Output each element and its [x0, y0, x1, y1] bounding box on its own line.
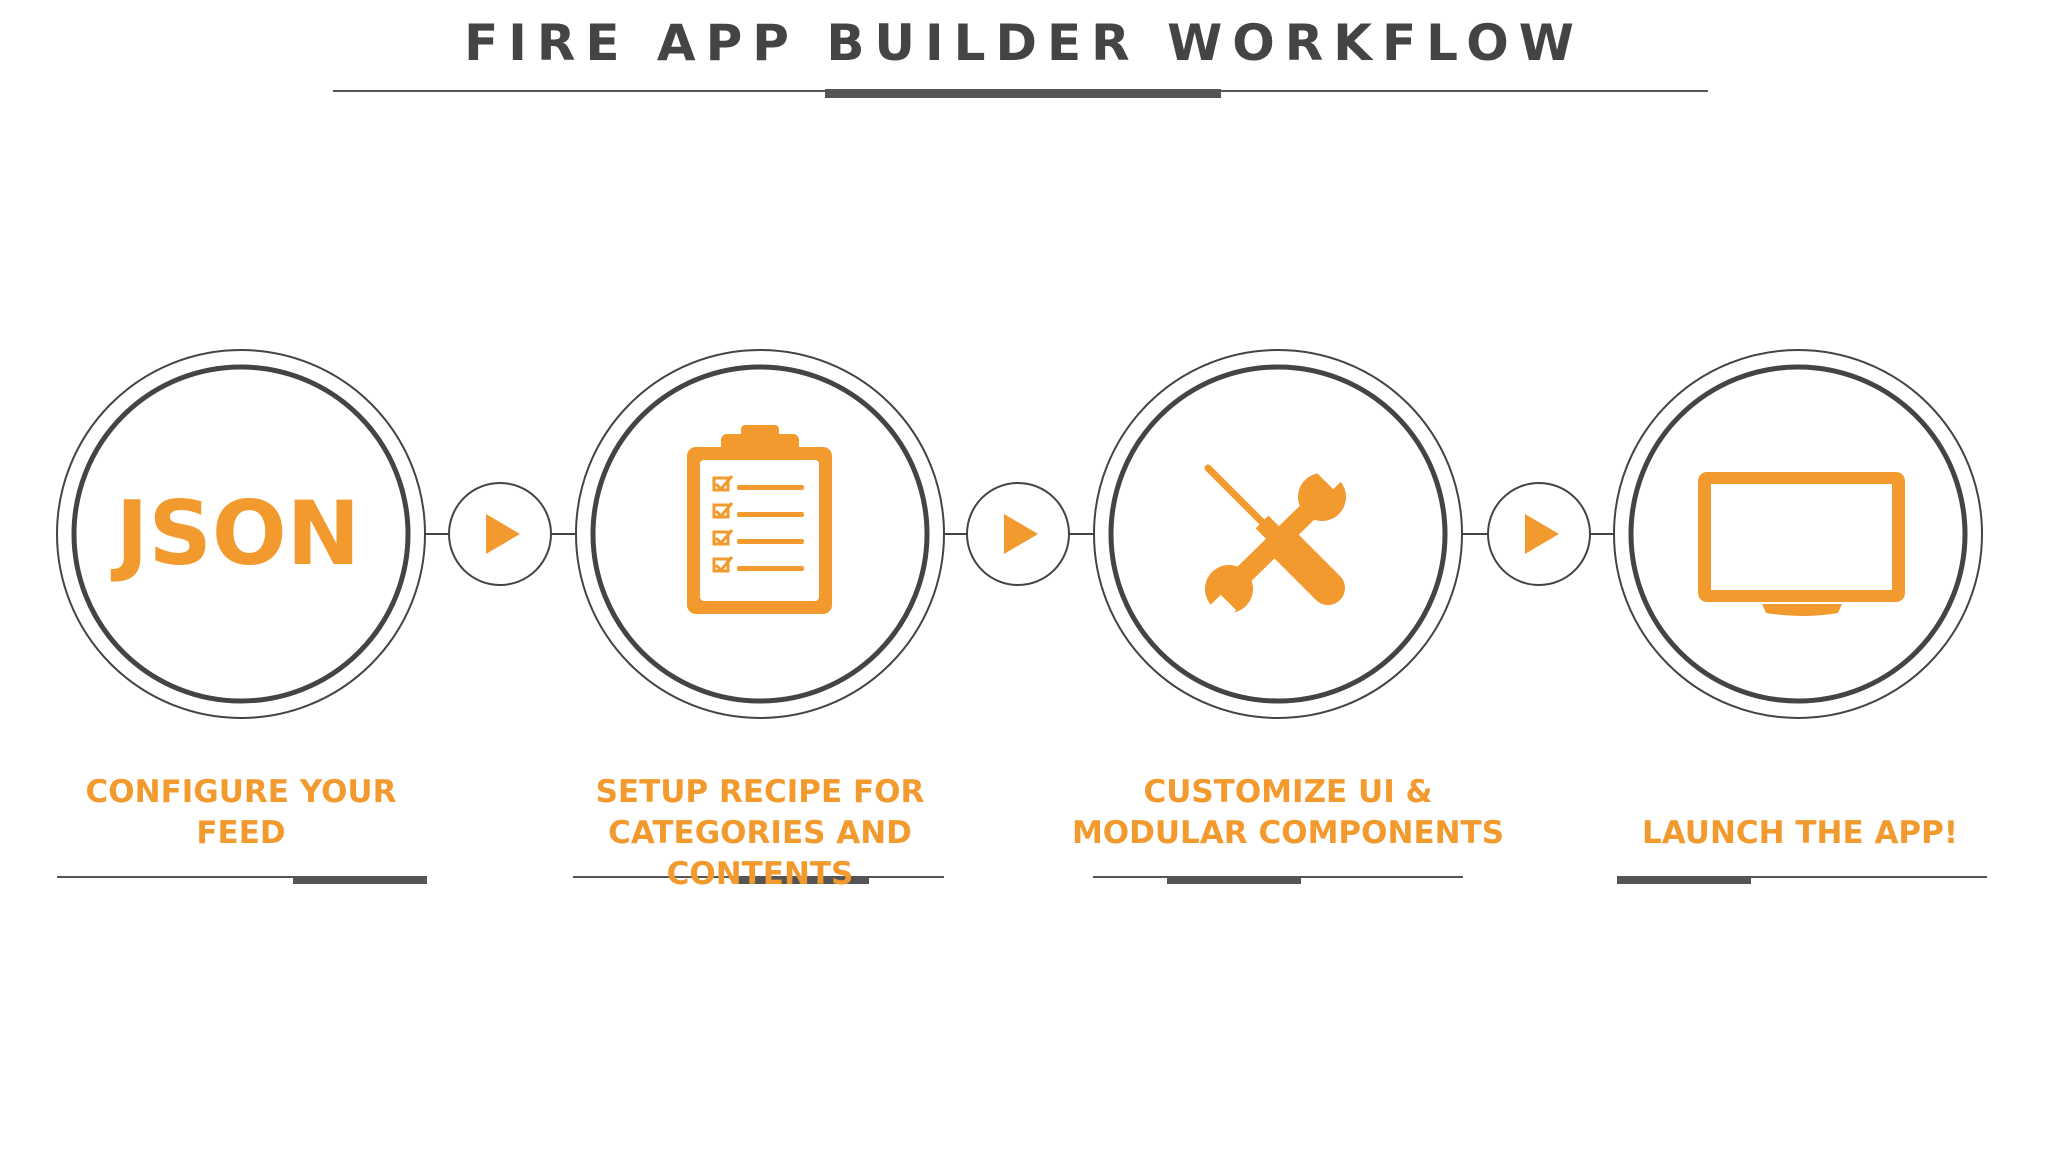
step-1-node: JSON	[56, 349, 426, 719]
clipboard-checklist-icon	[687, 425, 832, 614]
screwdriver-wrench-icon	[1203, 456, 1351, 628]
step-3-label-line-2: MODULAR COMPONENTS	[1071, 815, 1505, 851]
step-4-label: LAUNCH THE APP!	[1600, 772, 2000, 854]
step-2-underline	[573, 876, 944, 884]
step-4-label-line-1	[1600, 772, 2000, 813]
step-1-label: CONFIGURE YOUR FEED	[41, 772, 441, 854]
step-1-label-line-1: CONFIGURE YOUR	[85, 774, 397, 810]
step-2-node	[575, 349, 945, 719]
title-underline-accent	[825, 89, 1221, 98]
play-arrow-icon	[1487, 482, 1591, 586]
monitor-icon	[1698, 472, 1905, 616]
step-1-label-line-2: FEED	[196, 815, 286, 851]
step-3-label: CUSTOMIZE UI & MODULAR COMPONENTS	[1048, 772, 1528, 854]
step-2-label-line-1: SETUP RECIPE FOR	[595, 774, 925, 810]
play-arrow-icon	[966, 482, 1070, 586]
step-4-node	[1613, 349, 1983, 719]
step-4-underline	[1617, 876, 1987, 884]
step-3-label-line-1: CUSTOMIZE UI &	[1143, 774, 1433, 810]
step-3-underline	[1093, 876, 1463, 884]
step-4-label-line-2: LAUNCH THE APP!	[1641, 815, 1959, 851]
play-arrow-icon	[448, 482, 552, 586]
page-title: FIRE APP BUILDER WORKFLOW	[464, 14, 1584, 72]
step-2-label-line-2: CATEGORIES AND CONTENTS	[608, 815, 912, 892]
json-text-icon: JSON	[111, 482, 361, 585]
step-2-label: SETUP RECIPE FOR CATEGORIES AND CONTENTS	[520, 772, 1000, 895]
step-3-node	[1093, 349, 1463, 719]
step-1-underline	[57, 876, 427, 884]
